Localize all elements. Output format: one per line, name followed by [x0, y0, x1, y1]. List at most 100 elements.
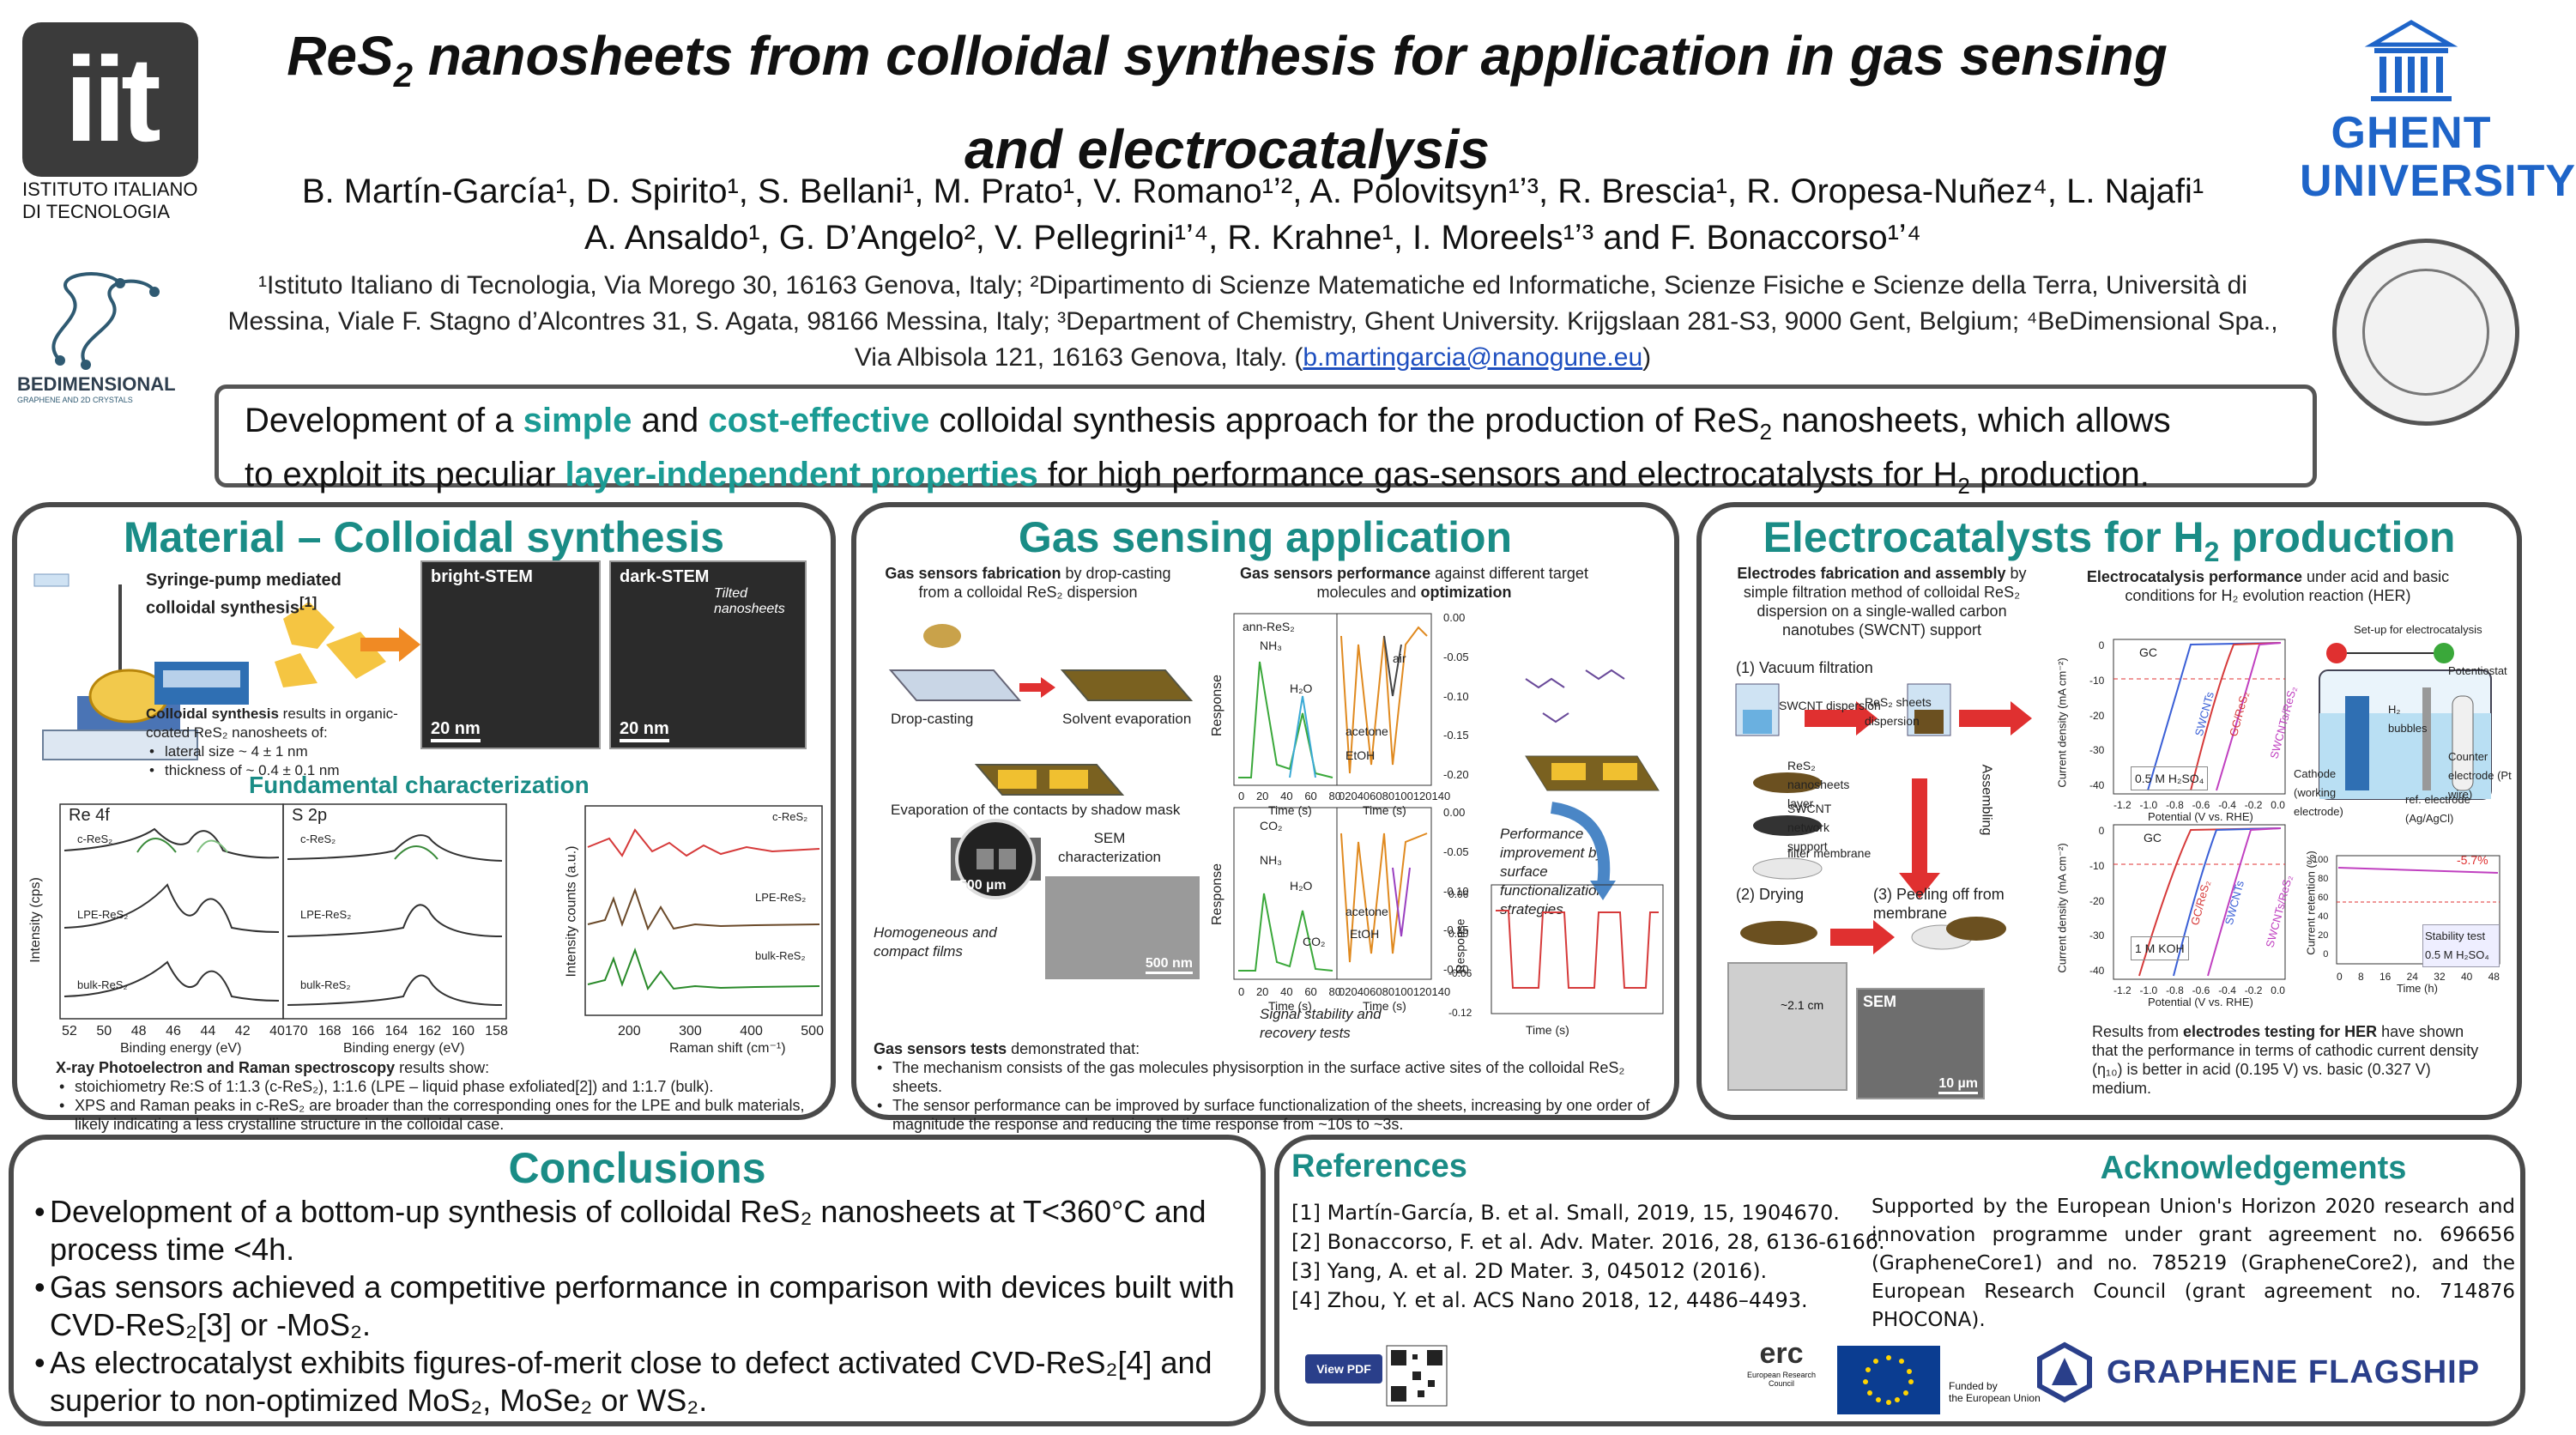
tick-label: -0.20: [1443, 963, 1469, 976]
intro-t5: to exploit its peculiar: [245, 456, 565, 493]
author-list: B. Martín-García¹, D. Spirito¹, S. Bella…: [172, 168, 2334, 261]
tick-label: -0.8: [2166, 984, 2184, 996]
tick-label: 20: [1255, 790, 1269, 802]
tick-label: 42: [234, 1024, 251, 1038]
conclusion-3: As electrocatalyst exhibits figures-of-m…: [31, 1344, 1243, 1420]
title-sub: 2: [393, 56, 413, 94]
iit-name-line2: DI TECNOLOGIA: [22, 201, 170, 222]
drop-casting-label: Drop-casting: [891, 711, 974, 727]
intro-k2: cost-effective: [708, 402, 930, 439]
tick-label: 60: [2318, 893, 2329, 903]
eu-caption: Funded by the European Union: [1949, 1380, 2041, 1404]
tick-label: -0.2: [2244, 984, 2263, 996]
tick-label: 40: [1280, 790, 1293, 802]
view-pdf-label: View PDF: [1305, 1354, 1382, 1384]
tick-label: 0: [2323, 949, 2329, 960]
layer-label: ReS₂ nanosheets layer: [1787, 759, 1850, 810]
xps-chart: [59, 803, 507, 1020]
tick-label: 40: [1280, 985, 1293, 998]
stability-chart: [1491, 884, 1664, 1014]
swcnt-disp-label: SWCNT dispersion: [1779, 699, 1881, 712]
scale-10um: 10 µm: [1938, 1076, 1978, 1094]
conclusions-heading: Conclusions: [508, 1144, 766, 1192]
tick-label: -0.15: [1443, 729, 1469, 742]
material-bullet-1: stoichiometry Re:S of 1:1.3 (c-ReS₂), 1:…: [56, 1077, 828, 1096]
flagship-hexagon-icon: [2037, 1341, 2092, 1403]
xps-x-label: Binding energy (eV): [120, 1041, 242, 1056]
raman-x-label: Raman shift (cm⁻¹): [669, 1041, 786, 1056]
tick-label: 32: [2434, 971, 2446, 983]
cd-ticks-1: 0-10-20-30-40: [2089, 636, 2104, 795]
authors-line1: B. Martín-García¹, D. Spirito¹, S. Bella…: [301, 173, 2204, 210]
cr-label: Current retention (%): [2304, 851, 2318, 955]
ann-label: ann-ReS₂: [1243, 620, 1295, 633]
electro-res-t2: have shown that the performance in terms…: [2092, 1023, 2479, 1097]
xps-y-label: Intensity (cps): [27, 877, 43, 963]
gas-response-ticks-1: 0.00-0.05-0.10-0.15-0.20: [1443, 609, 1469, 784]
electro-res-t1: Results from: [2092, 1023, 2184, 1040]
xps-c-label: c-ReS₂: [77, 833, 113, 845]
colloidal-text: results in organic-coated ReS₂ nanosheet…: [146, 705, 398, 741]
electro-sem-label: SEM: [1863, 993, 1897, 1010]
basic-label: 1 M KOH: [2131, 936, 2189, 960]
tick-label: -40: [2089, 779, 2105, 791]
tick-label: 24: [2406, 971, 2418, 983]
ghent-line2: UNIVERSITY: [2300, 156, 2576, 206]
xps-title-text: results show:: [395, 1059, 490, 1076]
gas-tests-results: Gas sensors tests demonstrated that: The…: [874, 1022, 1672, 1134]
lateral-size: lateral size ~ 4 ± 1 nm: [146, 742, 420, 761]
gas-heading: Gas sensing application: [1018, 513, 1513, 561]
references-list: [1] Martín-García, B. et al. Small, 2019…: [1291, 1198, 1892, 1315]
gas-fab-caption: Gas sensors fabrication by drop-casting …: [874, 564, 1182, 602]
tick-label: 170: [285, 1024, 308, 1038]
gas-y-label-2: Response: [1210, 863, 1225, 926]
acetone-label: acetone: [1345, 724, 1388, 738]
stability-test-label: Stability test: [2425, 929, 2486, 942]
tick-label: 40: [2460, 971, 2473, 983]
gas-fabrication-illustration: [888, 624, 1194, 899]
material-bullet-2: XPS and Raman peaks in c-ReS₂ are broade…: [56, 1096, 828, 1134]
tick-label: 300: [679, 1024, 702, 1038]
tick-label: 0: [1339, 985, 1345, 998]
tick-label: 164: [384, 1024, 408, 1038]
tick-label: -10: [2089, 859, 2105, 872]
gas-fab-text: by drop-casting from a colloidal ReS₂ di…: [918, 565, 1171, 601]
cathode-label: Cathode (working electrode): [2294, 767, 2343, 818]
tick-label: 60: [1304, 790, 1317, 802]
sem-label: SEM characterization: [1057, 830, 1161, 865]
tick-label: -0.8: [2166, 799, 2184, 811]
h2o-label-2: H₂O: [1290, 879, 1313, 893]
electro-res-bold: electrodes testing for HER: [2183, 1023, 2378, 1040]
gas-y-label: Response: [1210, 674, 1225, 737]
email-link[interactable]: b.martingarcia@nanogune.eu: [1303, 343, 1643, 372]
title-rest: nanosheets from colloidal synthesis for …: [412, 25, 2168, 87]
arrow-right-icon: [360, 627, 420, 662]
size-label: ~2.1 cm: [1781, 998, 1824, 1012]
electro-perf-caption: Electrocatalysis performance under acid …: [2079, 567, 2457, 605]
tick-label: 120: [1412, 985, 1432, 998]
iit-logo-text: ISTITUTO ITALIANO DI TECNOLOGIA: [22, 179, 211, 223]
dark-stem-image: dark-STEM Tilted nanosheets 20 nm: [609, 560, 807, 749]
electro-heading-text: Electrocatalysts for H: [1763, 513, 2204, 561]
tick-label: -0.12: [1448, 1007, 1472, 1019]
xps-lpe-label: LPE-ReS₂: [77, 908, 129, 921]
stability-label: Signal stability and recovery tests: [1260, 1006, 1382, 1041]
intro-t6sub: 2: [1957, 473, 1970, 499]
bedim-sub: GRAPHENE AND 2D CRYSTALS: [17, 396, 133, 404]
tick-label: 20: [1345, 985, 1358, 998]
affil-line1: ¹Istituto Italiano di Tecnologia, Via Mo…: [258, 271, 2247, 300]
polarization-curves: [2113, 639, 2286, 980]
intro-box: Development of a simple and cost-effecti…: [215, 384, 2317, 499]
scale-500um: 500 µm: [959, 878, 1007, 893]
h2-bubbles-label: H₂ bubbles: [2388, 703, 2428, 735]
tick-label: -0.10: [1443, 884, 1469, 898]
gas-perf-bold: Gas sensors performance: [1240, 565, 1431, 582]
current-retention-chart: [2336, 855, 2500, 965]
intro-t6: for high performance gas-sensors and ele…: [1037, 456, 1958, 493]
thickness: thickness of ~ 0.4 ± 0.1 nm: [146, 761, 420, 780]
view-pdf-button[interactable]: View PDF: [1305, 1345, 1451, 1407]
h2o-label: H₂O: [1290, 681, 1313, 695]
